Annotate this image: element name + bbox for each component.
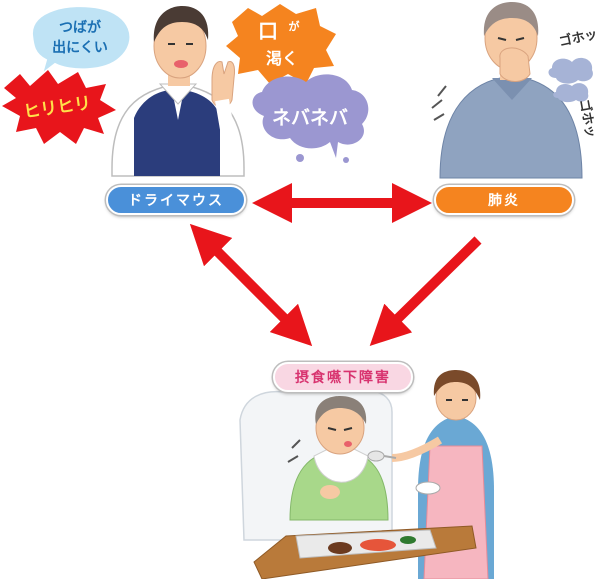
node-dysphagia: 摂食嚥下障害	[273, 362, 413, 392]
sting-burst: ヒリヒリ	[2, 70, 116, 144]
cough-text-2: ゴホッ	[576, 98, 599, 139]
arrow-dry-dysphagia	[189, 223, 313, 347]
thirst-mouth-text: 口	[258, 19, 278, 43]
node-pneumonia-label: 肺炎	[488, 193, 520, 209]
sticky-text: ネバネバ	[272, 107, 348, 129]
arrows	[189, 183, 482, 347]
node-dry-mouth: ドライマウス	[106, 185, 246, 215]
man-coughing-illustration: ゴホッ ゴホッ	[431, 2, 599, 179]
node-dry-mouth-label: ドライマウス	[128, 193, 224, 209]
thirst-ga-text: が	[289, 19, 300, 33]
saliva-line2: 出にくい	[52, 39, 108, 56]
saliva-bubble: つばが 出にくい	[30, 5, 132, 77]
thirst-dry-text: 渇く	[266, 49, 298, 68]
arrow-pneumonia-dysphagia	[369, 236, 482, 346]
thirst-burst: 口 が 渇く	[226, 4, 336, 84]
saliva-line1: つばが	[59, 19, 102, 36]
man-dry-mouth-illustration	[111, 6, 245, 177]
caregiver-feeding-patient-illustration	[239, 370, 494, 579]
node-pneumonia: 肺炎	[434, 185, 574, 215]
cough-text-1: ゴホッ	[558, 26, 599, 50]
node-dysphagia-label: 摂食嚥下障害	[295, 370, 391, 386]
sticky-cloud: ネバネバ	[252, 74, 369, 163]
